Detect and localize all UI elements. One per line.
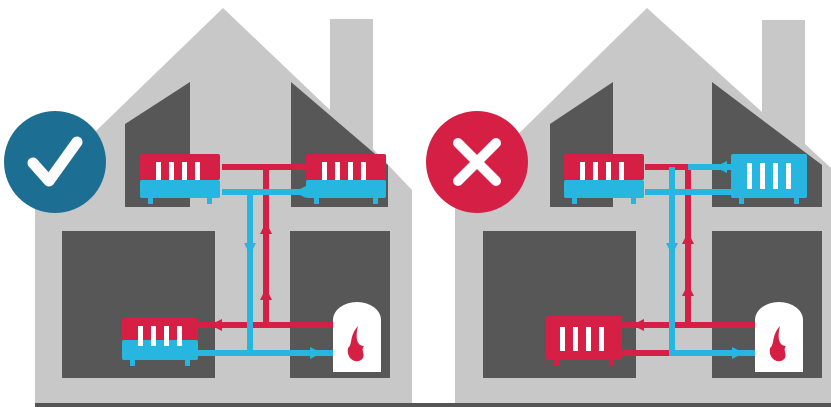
pipes — [198, 164, 344, 359]
boiler — [333, 302, 381, 372]
house-unbalanced — [426, 8, 831, 403]
arrow-up — [260, 288, 272, 300]
radiator-downstairs-left-hot — [546, 316, 622, 366]
arrow-left — [210, 319, 222, 331]
arrow-down — [244, 243, 256, 255]
arrow-left — [632, 319, 644, 331]
radiator-upstairs-right-cold — [731, 154, 807, 204]
return-pipe — [222, 189, 344, 356]
radiator-downstairs-left — [122, 318, 198, 366]
radiator-upstairs-left — [564, 154, 644, 204]
flame-icon — [347, 326, 364, 362]
status-badge-correct — [4, 111, 106, 213]
boiler — [755, 302, 803, 372]
checkmark-icon — [27, 136, 83, 187]
arrow-up — [682, 284, 694, 296]
radiator-upstairs-left — [140, 154, 220, 204]
pipes — [620, 161, 766, 359]
arrow-left — [715, 161, 727, 173]
arrow-down — [666, 243, 678, 255]
return-pipe-right — [669, 167, 734, 195]
arrow-left — [294, 186, 306, 198]
arrow-up — [260, 222, 272, 234]
flame-icon — [769, 326, 786, 362]
arrow-right — [732, 347, 744, 359]
arrow-right — [310, 347, 322, 359]
status-badge-wrong — [426, 111, 528, 213]
house-balanced — [4, 8, 412, 403]
ground-line — [35, 403, 831, 407]
return-pipe — [645, 189, 766, 356]
radiator-upstairs-right — [306, 154, 386, 204]
cross-icon — [453, 138, 501, 186]
arrow-up — [682, 232, 694, 244]
